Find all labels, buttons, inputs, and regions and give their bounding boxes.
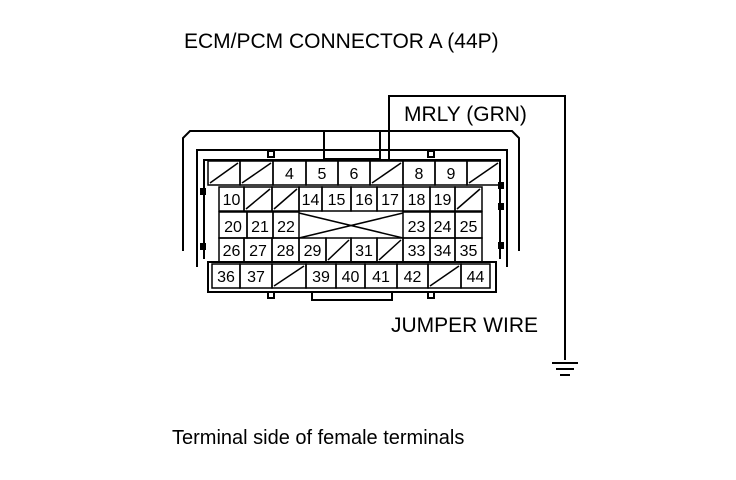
terminal-number-10: 10 xyxy=(223,192,241,209)
empty-terminal-slash xyxy=(468,162,499,184)
empty-terminal-slash xyxy=(273,265,305,287)
terminal-number-17: 17 xyxy=(381,192,399,209)
empty-terminal-slash xyxy=(456,188,481,210)
terminal-number-19: 19 xyxy=(434,192,452,209)
empty-terminal-slash xyxy=(245,188,271,210)
terminal-number-35: 35 xyxy=(460,243,478,260)
terminal-number-27: 27 xyxy=(249,243,267,260)
diagram-title: ECM/PCM CONNECTOR A (44P) xyxy=(184,30,499,53)
jumper-wire-label: JUMPER WIRE xyxy=(391,314,538,337)
empty-terminal-slash xyxy=(209,162,239,184)
empty-terminal-slash xyxy=(429,265,460,287)
terminal-number-8: 8 xyxy=(415,166,424,183)
terminal-number-22: 22 xyxy=(277,219,295,236)
terminal-cell xyxy=(454,237,483,263)
empty-terminal-slash xyxy=(378,239,402,261)
terminal-cell xyxy=(460,263,491,289)
terminal-number-41: 41 xyxy=(372,269,390,286)
empty-terminal-region xyxy=(298,212,404,239)
terminal-number-33: 33 xyxy=(408,243,426,260)
terminal-number-44: 44 xyxy=(467,269,485,286)
terminal-number-20: 20 xyxy=(224,219,242,236)
empty-terminal-slash xyxy=(241,162,272,184)
terminal-number-39: 39 xyxy=(312,269,330,286)
terminal-number-9: 9 xyxy=(447,166,456,183)
terminal-cell xyxy=(454,186,483,212)
terminal-number-26: 26 xyxy=(223,243,241,260)
wire-label-mrly: MRLY (GRN) xyxy=(404,103,527,126)
terminal-number-28: 28 xyxy=(277,243,295,260)
ground-icon xyxy=(552,362,578,376)
terminal-number-5: 5 xyxy=(318,166,327,183)
empty-terminal-slash xyxy=(327,239,350,261)
terminal-number-29: 29 xyxy=(304,243,322,260)
terminal-number-23: 23 xyxy=(408,219,426,236)
terminal-number-16: 16 xyxy=(355,192,373,209)
terminal-number-15: 15 xyxy=(328,192,346,209)
terminal-number-34: 34 xyxy=(434,243,452,260)
empty-terminal-slash xyxy=(371,162,402,184)
terminal-number-21: 21 xyxy=(251,219,269,236)
terminal-number-36: 36 xyxy=(217,269,235,286)
housing-lock-tabs xyxy=(200,182,504,250)
terminal-number-42: 42 xyxy=(404,269,422,286)
terminal-number-4: 4 xyxy=(285,166,294,183)
terminal-number-31: 31 xyxy=(355,243,373,260)
terminal-number-37: 37 xyxy=(247,269,265,286)
terminal-cell xyxy=(466,160,501,186)
terminal-number-14: 14 xyxy=(302,192,320,209)
terminal-number-24: 24 xyxy=(434,219,452,236)
diagram-caption: Terminal side of female terminals xyxy=(172,427,465,449)
empty-terminal-slash xyxy=(273,188,298,210)
terminal-number-18: 18 xyxy=(408,192,426,209)
terminal-number-40: 40 xyxy=(342,269,360,286)
terminal-number-25: 25 xyxy=(460,219,478,236)
jumper-wire xyxy=(388,95,566,360)
terminal-number-6: 6 xyxy=(350,166,359,183)
